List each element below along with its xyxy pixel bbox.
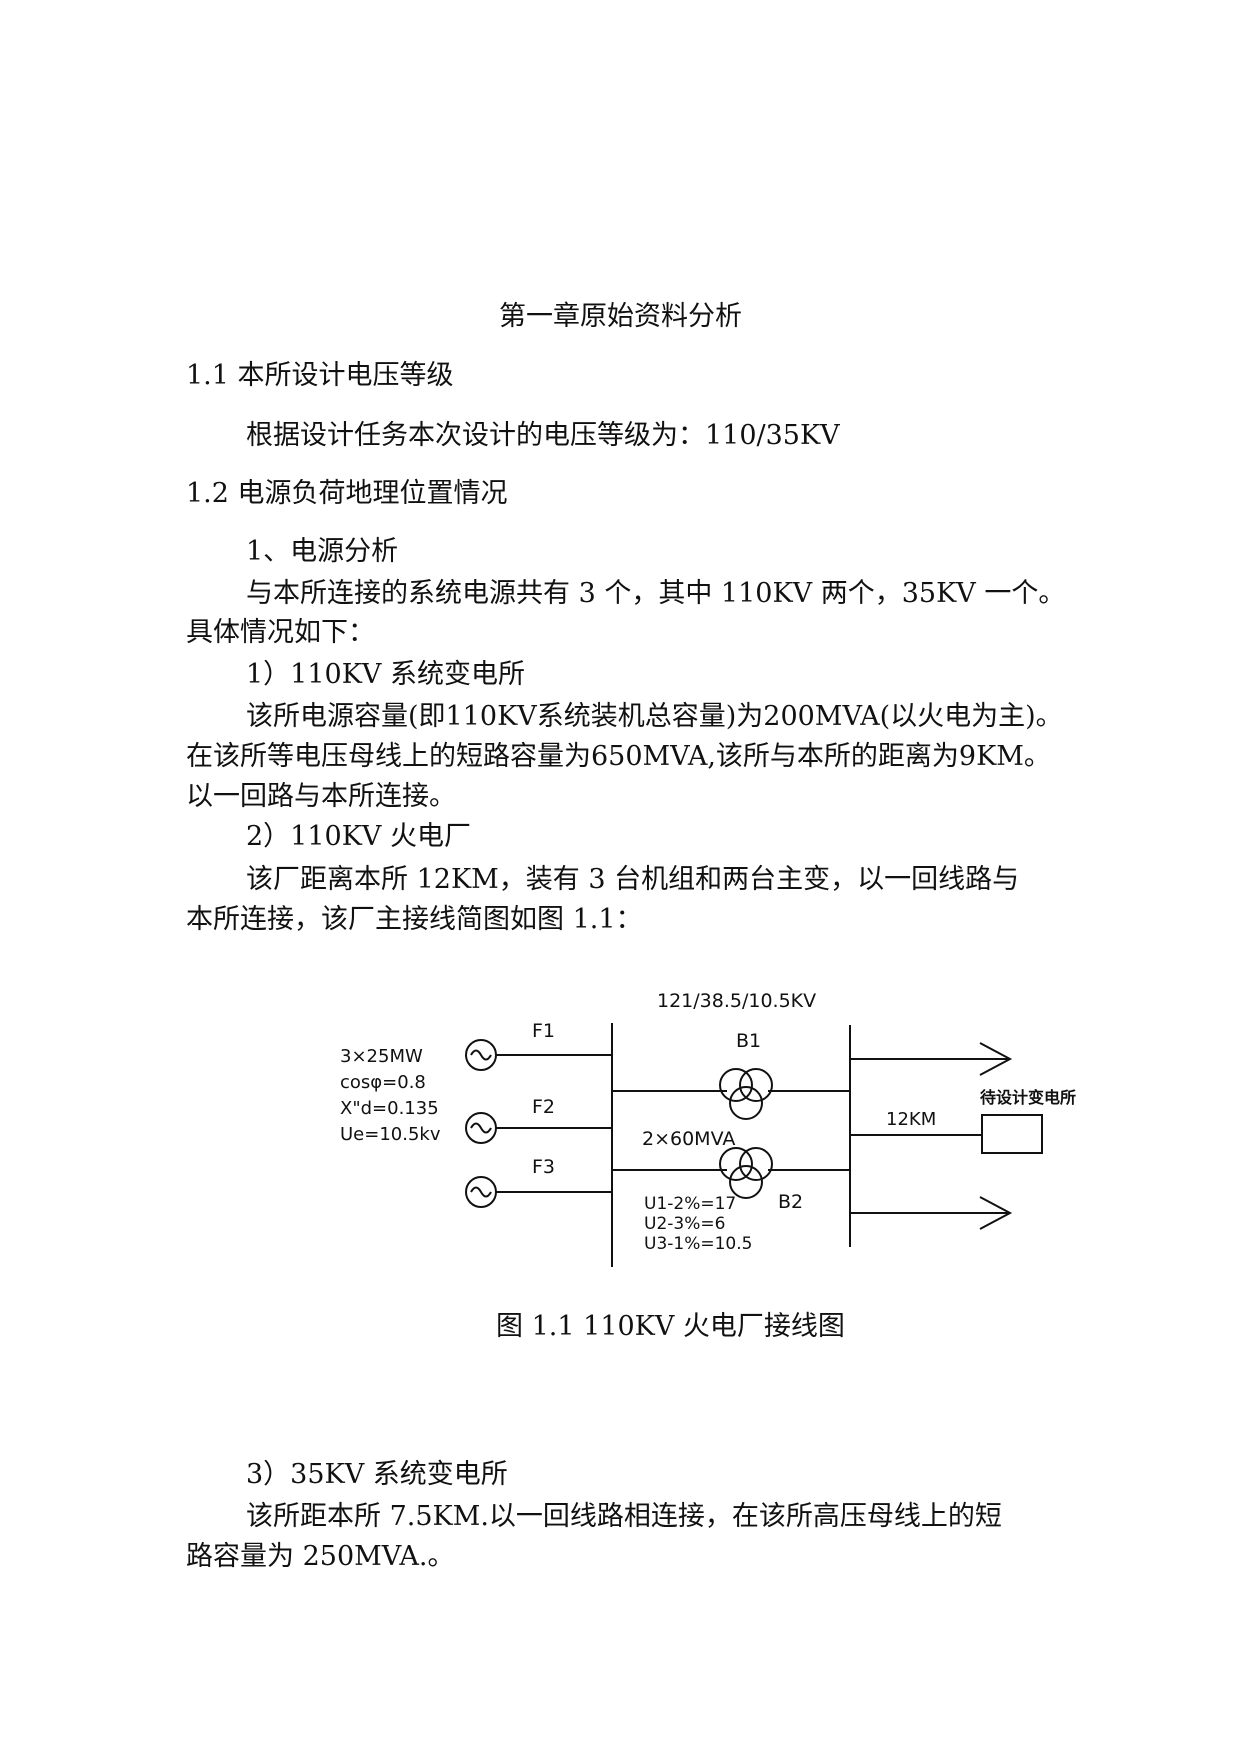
paragraph-line: 该厂距离本所 12KM，装有 3 台机组和两台主变，以一回线路与 [246, 864, 1020, 895]
transformer-label-b1: B1 [736, 1030, 761, 1052]
generator-label-f3: F3 [532, 1156, 555, 1178]
transformer-label-b2: B2 [778, 1191, 803, 1213]
generator-spec-rating: 3×25MW [340, 1046, 423, 1067]
paragraph-line: 在该所等电压母线上的短路容量为650MVA,该所与本所的距离为9KM。 [186, 741, 1051, 772]
transformer-rating-label: 121/38.5/10.5KV [657, 990, 816, 1012]
section-heading-1-1: 1.1 本所设计电压等级 [186, 360, 454, 391]
generator-spec-voltage: Ue=10.5kv [340, 1124, 441, 1145]
paragraph-line: 以一回路与本所连接。 [186, 781, 456, 812]
subheading-110kv-power-plant: 2）110KV 火电厂 [246, 821, 471, 852]
generator-label-f1: F1 [532, 1020, 555, 1042]
paragraph-line: 具体情况如下： [186, 617, 375, 648]
paragraph-line: 路容量为 250MVA.。 [186, 1541, 455, 1572]
paragraph-line: 该所距本所 7.5KM.以一回线路相连接，在该所高压母线上的短 [246, 1501, 1002, 1532]
impedance-u23: U2-3%=6 [644, 1214, 725, 1234]
generator-spec-power-factor: cosφ=0.8 [340, 1072, 426, 1093]
impedance-u31: U3-1%=10.5 [644, 1234, 752, 1254]
paragraph-line: 本所连接，该厂主接线简图如图 1.1： [186, 904, 643, 935]
power-plant-wiring-diagram: 121/38.5/10.5KV F1 F2 F3 3×25MW cosφ=0.8… [340, 990, 1076, 1267]
generator-spec-reactance: X"d=0.135 [340, 1098, 439, 1119]
generator-label-f2: F2 [532, 1096, 555, 1118]
impedance-u12: U1-2%=17 [644, 1194, 736, 1214]
subheading-110kv-substation: 1）110KV 系统变电所 [246, 659, 525, 690]
line-distance-label: 12KM [886, 1109, 936, 1130]
figure-caption: 图 1.1 110KV 火电厂接线图 [496, 1311, 845, 1342]
item-heading-power-analysis: 1、电源分析 [246, 536, 399, 567]
section-heading-1-2: 1.2 电源负荷地理位置情况 [186, 478, 508, 509]
section-1-1-text: 根据设计任务本次设计的电压等级为：110/35KV [246, 420, 840, 451]
transformer-capacity-label: 2×60MVA [642, 1128, 735, 1150]
target-substation-label: 待设计变电所 [980, 1088, 1076, 1107]
paragraph-line: 与本所连接的系统电源共有 3 个，其中 110KV 两个，35KV 一个。 [246, 578, 1066, 609]
subheading-35kv-substation: 3）35KV 系统变电所 [246, 1459, 508, 1490]
paragraph-line: 该所电源容量(即110KV系统装机总容量)为200MVA(以火电为主)。 [246, 701, 1063, 732]
chapter-title: 第一章原始资料分析 [499, 301, 742, 332]
